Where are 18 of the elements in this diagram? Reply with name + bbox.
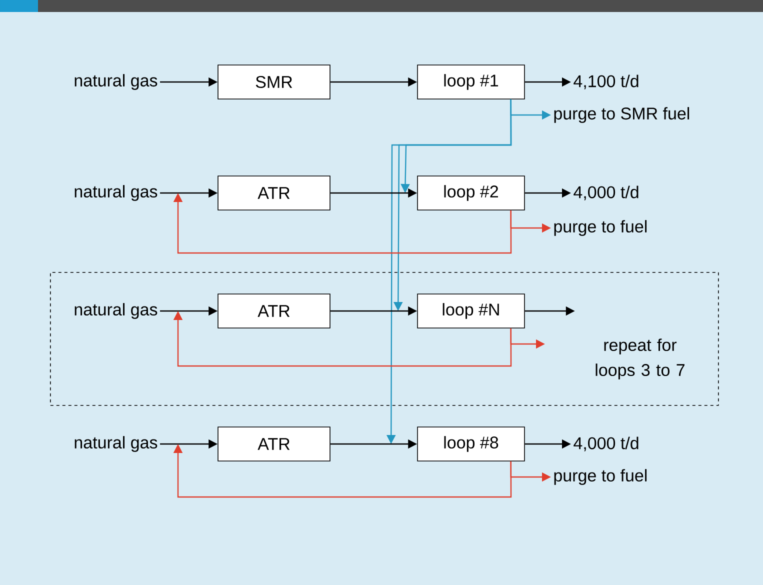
feed-label: natural gas	[74, 74, 158, 90]
purge-label: purge to fuel	[554, 220, 647, 236]
reactor-box: ATR	[218, 426, 330, 462]
loop-box: loop #8	[417, 426, 525, 462]
output-label: 4,100 t/d	[574, 74, 638, 90]
reactor-box: ATR	[218, 176, 330, 210]
feed-label: natural gas	[74, 185, 158, 201]
feed-label: natural gas	[74, 436, 158, 452]
purge-label: purge to fuel	[554, 469, 647, 485]
reactor-box: SMR	[218, 64, 330, 100]
reactor-box: ATR	[218, 294, 330, 328]
loop-box: loop #2	[417, 176, 525, 210]
purge-label: purge to SMR fuel	[554, 107, 690, 123]
output-label: 4,000 t/d	[574, 436, 638, 452]
loop-box: loop #1	[417, 64, 525, 100]
loop-box: loop #N	[417, 294, 525, 328]
feed-label: natural gas	[74, 303, 158, 319]
output-label: 4,000 t/d	[574, 186, 638, 200]
